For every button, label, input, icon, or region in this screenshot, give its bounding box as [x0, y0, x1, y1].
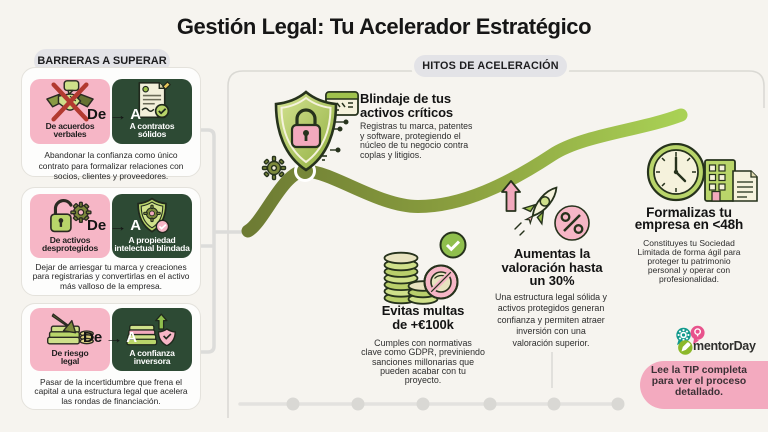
page-title: Gestión Legal: Tu Acelerador Estratégico — [176, 14, 592, 39]
from-box: De activos desprotegidos — [30, 194, 110, 258]
arrow-right-icon: → — [108, 217, 128, 234]
from-label: De riesgo legal — [51, 347, 89, 367]
bottom-timeline — [238, 397, 625, 411]
milestone-4-title: Formalizas tu empresa en <48h — [634, 205, 744, 232]
arrow-right-icon: → — [104, 329, 124, 346]
from-box: De riesgo legal — [30, 308, 110, 371]
coins-fine-icon — [374, 228, 468, 313]
milestone-1-description: Registras tu marca, patentes y software,… — [360, 121, 473, 161]
crossed-handshake-icon — [45, 79, 95, 122]
to-label: A confianza inversora — [129, 347, 175, 367]
milestone-4-description: Constituyes tu Sociedad Limitada de form… — [637, 238, 741, 285]
clock-company-icon — [643, 142, 765, 208]
logo-text: mentorDay — [693, 339, 756, 353]
cards-bracket-connector — [198, 128, 250, 354]
card-description: Pasar de la incertidumbre que frena el c… — [34, 377, 188, 406]
milestones-header-pill: HITOS DE ACELERACIÓN — [414, 55, 567, 77]
card-description: Dejar de arriesgar tu marca y creaciones… — [32, 262, 190, 291]
to-box: A contratos sólidos — [112, 79, 192, 144]
barrier-card-verbal-agreements: De acuerdos verbales — [21, 67, 201, 181]
card-description: Abandonar la confianza como único contra… — [38, 150, 184, 181]
to-label: A contratos sólidos — [129, 120, 175, 140]
milestone-3-title: Aumentas la valoración hasta un 30% — [501, 246, 603, 288]
logo-gear-bubble — [676, 327, 691, 345]
from-label: De acuerdos verbales — [45, 120, 95, 140]
money-loss-icon — [44, 308, 96, 349]
de-a-transition: De→A — [87, 217, 141, 234]
barrier-card-unprotected-assets: De activos desprotegidos — [21, 187, 201, 296]
a-word: A — [130, 106, 142, 123]
to-box: A confianza inversora — [112, 308, 192, 371]
cta-badge[interactable] — [640, 361, 768, 409]
de-a-transition: De→A — [87, 106, 141, 123]
shield-padlock-icon — [258, 88, 362, 193]
open-padlock-icon — [46, 194, 94, 236]
barrier-card-legal-risk: De riesgo legal — [21, 303, 201, 410]
de-a-transition: De→A — [83, 329, 137, 346]
logo-bulb-bubble — [690, 325, 705, 345]
mentorday-logo — [670, 318, 768, 360]
to-label: A propiedad intelectual blindada — [114, 234, 190, 254]
milestone-3-description: Una estructura legal sólida y activos pr… — [495, 292, 607, 348]
de-word: De — [87, 106, 107, 123]
money-growth-shield-icon — [126, 308, 178, 349]
rocket-percent-icon — [499, 179, 593, 250]
arrow-right-icon: → — [108, 106, 128, 123]
from-label: De activos desprotegidos — [42, 234, 98, 254]
cta-text[interactable]: Lee la TIP completa para ver el proceso … — [651, 365, 747, 398]
a-word: A — [126, 329, 138, 346]
de-word: De — [83, 329, 103, 346]
shield-gear-icon — [132, 194, 172, 236]
to-box: A propiedad intelectual blindada — [112, 194, 192, 258]
logo-pencil-circle — [678, 340, 693, 355]
from-box: De acuerdos verbales — [30, 79, 110, 144]
de-word: De — [87, 217, 107, 234]
milestone-2-description: Cumples con normativas clave como GDPR, … — [361, 338, 485, 386]
signed-contract-icon — [132, 79, 172, 122]
milestone-2-title: Evitas multas de +€100k — [381, 303, 465, 332]
a-word: A — [130, 217, 142, 234]
milestone-1-title: Blindaje de tus activos críticos — [360, 91, 454, 121]
